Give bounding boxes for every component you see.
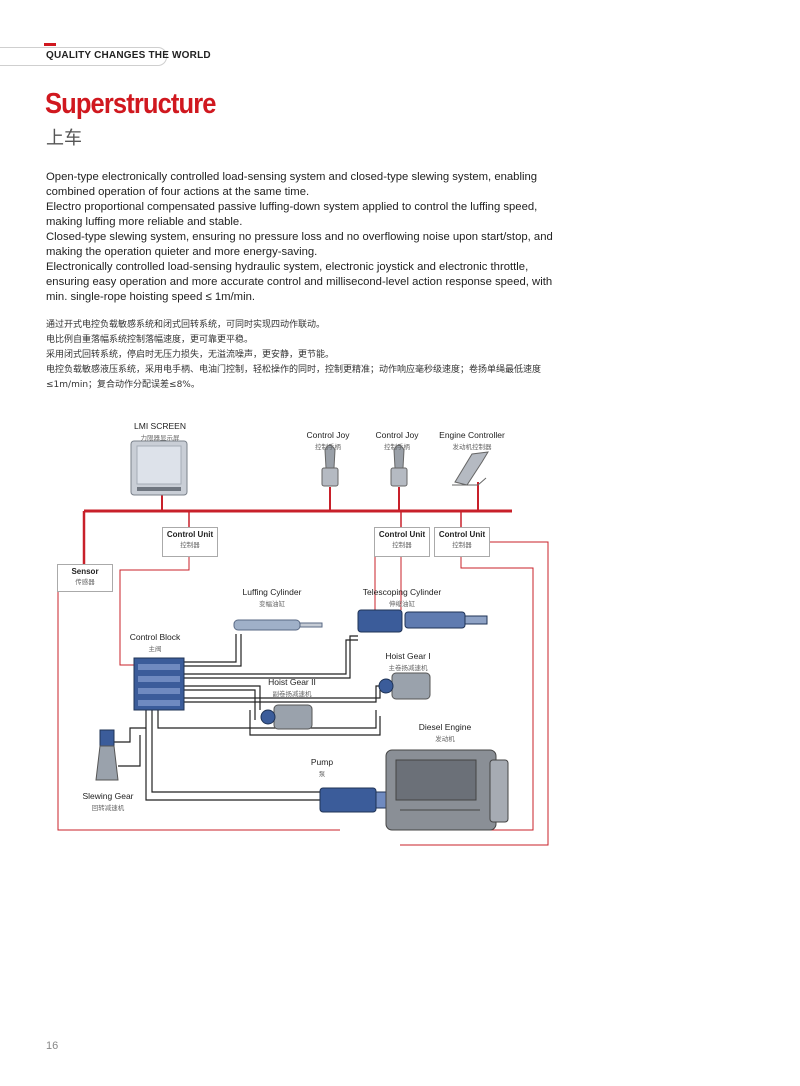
control-joy-2-label: Control Joy 控制手柄 bbox=[367, 430, 427, 451]
page-number: 16 bbox=[46, 1040, 59, 1052]
chinese-paragraph: 电控负载敏感液压系统，采用电手柄、电油门控制，轻松操作的同时，控制更精准；动作响… bbox=[46, 365, 542, 390]
chinese-paragraph: 电比例自重落幅系统控制落幅速度，更可靠更平稳。 bbox=[46, 335, 254, 345]
control-joy-2-label-cn: 控制手柄 bbox=[384, 443, 410, 451]
control-unit-label-en: Control Unit bbox=[378, 530, 426, 539]
chinese-paragraph: 通过开式电控负载敏感系统和闭式回转系统，可同时实现四动作联动。 bbox=[46, 320, 326, 330]
diesel-engine-icon bbox=[385, 749, 509, 831]
diesel-engine-label: Diesel Engine 发动机 bbox=[410, 722, 480, 743]
control-joy-1-label-cn: 控制手柄 bbox=[315, 443, 341, 451]
control-unit-label-cn: 控制器 bbox=[392, 541, 412, 549]
lmi-screen-label: LMI SCREEN 力限器显示屏 bbox=[122, 421, 198, 442]
joystick-icon bbox=[321, 444, 339, 487]
hoist-gear-1-icon bbox=[378, 672, 431, 700]
pump-label: Pump 泵 bbox=[302, 757, 342, 778]
lmi-screen-icon bbox=[130, 440, 188, 496]
english-paragraph: Electro proportional compensated passive… bbox=[46, 201, 538, 228]
control-block-label-en: Control Block bbox=[129, 632, 181, 642]
pump-label-cn: 泵 bbox=[318, 770, 326, 778]
page-title: Superstructure bbox=[45, 88, 217, 120]
telescoping-cylinder-label: Telescoping Cylinder 伸缩油缸 bbox=[352, 587, 452, 608]
telescoping-cylinder-label-cn: 伸缩油缸 bbox=[389, 600, 415, 608]
slewing-gear-label-en: Slewing Gear bbox=[82, 791, 134, 801]
header-accent-bar bbox=[44, 43, 56, 46]
english-description: Open-type electronically controlled load… bbox=[46, 170, 566, 305]
sensor-box: Sensor 传感器 bbox=[57, 564, 113, 592]
header-slogan: QUALITY CHANGES THE WORLD bbox=[46, 50, 211, 61]
english-paragraph: Closed-type slewing system, ensuring no … bbox=[46, 231, 553, 258]
lmi-screen-label-en: LMI SCREEN bbox=[134, 421, 186, 431]
control-unit-box: Control Unit 控制器 bbox=[434, 527, 490, 557]
hoist-gear-1-label-cn: 主卷扬减速机 bbox=[388, 664, 428, 672]
control-unit-label-en: Control Unit bbox=[166, 530, 214, 539]
telescoping-cylinder-label-en: Telescoping Cylinder bbox=[362, 587, 442, 597]
slewing-gear-icon bbox=[95, 729, 119, 781]
control-block-icon bbox=[133, 657, 185, 711]
chinese-paragraph: 采用闭式回转系统，停启时无压力损失，无溢流噪声，更安静，更节能。 bbox=[46, 350, 335, 360]
luffing-cylinder-label-cn: 变幅油缸 bbox=[259, 600, 285, 608]
control-block-label: Control Block 主阀 bbox=[122, 632, 188, 653]
control-unit-box: Control Unit 控制器 bbox=[162, 527, 218, 557]
luffing-cylinder-label-en: Luffing Cylinder bbox=[242, 587, 302, 597]
hydraulic-system-diagram: LMI SCREEN 力限器显示屏 Control Joy 控制手柄 Contr… bbox=[0, 410, 800, 860]
english-paragraph: Open-type electronically controlled load… bbox=[46, 171, 538, 198]
pump-icon bbox=[319, 787, 387, 813]
hoist-gear-2-label: Hoist Gear II 副卷扬减速机 bbox=[258, 677, 326, 698]
english-paragraph: Electronically controlled load-sensing h… bbox=[46, 261, 553, 303]
chinese-description: 通过开式电控负载敏感系统和闭式回转系统，可同时实现四动作联动。 电比例自重落幅系… bbox=[46, 318, 566, 393]
engine-controller-label-en: Engine Controller bbox=[439, 430, 505, 440]
control-block-label-cn: 主阀 bbox=[148, 645, 162, 653]
page-subtitle: 上车 bbox=[46, 128, 82, 149]
pump-label-en: Pump bbox=[310, 757, 334, 767]
hoist-gear-2-label-cn: 副卷扬减速机 bbox=[272, 690, 312, 698]
diesel-engine-label-en: Diesel Engine bbox=[418, 722, 472, 732]
sensor-label-cn: 传感器 bbox=[75, 578, 95, 586]
luffing-cylinder-icon bbox=[233, 619, 323, 631]
header-tab bbox=[0, 47, 167, 66]
hoist-gear-2-icon bbox=[260, 704, 313, 730]
pedal-icon bbox=[452, 451, 489, 486]
hoist-gear-1-label: Hoist Gear I 主卷扬减速机 bbox=[372, 651, 444, 672]
slewing-gear-label: Slewing Gear 回转减速机 bbox=[76, 791, 140, 812]
control-joy-1-label: Control Joy 控制手柄 bbox=[298, 430, 358, 451]
control-unit-label-en: Control Unit bbox=[438, 530, 486, 539]
control-joy-1-label-en: Control Joy bbox=[306, 430, 350, 440]
joystick-icon bbox=[390, 444, 408, 487]
lmi-screen-label-cn: 力限器显示屏 bbox=[140, 434, 180, 442]
control-unit-label-cn: 控制器 bbox=[180, 541, 200, 549]
sensor-label-en: Sensor bbox=[71, 567, 99, 576]
diagram-lines bbox=[57, 440, 549, 846]
control-unit-label-cn: 控制器 bbox=[452, 541, 472, 549]
slewing-gear-label-cn: 回转减速机 bbox=[91, 804, 125, 812]
telescoping-cylinder-icon bbox=[357, 609, 488, 633]
hoist-gear-2-label-en: Hoist Gear II bbox=[268, 677, 316, 687]
engine-controller-label-cn: 发动机控制器 bbox=[452, 443, 492, 451]
engine-controller-label: Engine Controller 发动机控制器 bbox=[432, 430, 512, 451]
luffing-cylinder-label: Luffing Cylinder 变幅油缸 bbox=[232, 587, 312, 608]
diesel-engine-label-cn: 发动机 bbox=[435, 735, 455, 743]
hoist-gear-1-label-en: Hoist Gear I bbox=[385, 651, 431, 661]
control-joy-2-label-en: Control Joy bbox=[375, 430, 419, 440]
control-unit-box: Control Unit 控制器 bbox=[374, 527, 430, 557]
